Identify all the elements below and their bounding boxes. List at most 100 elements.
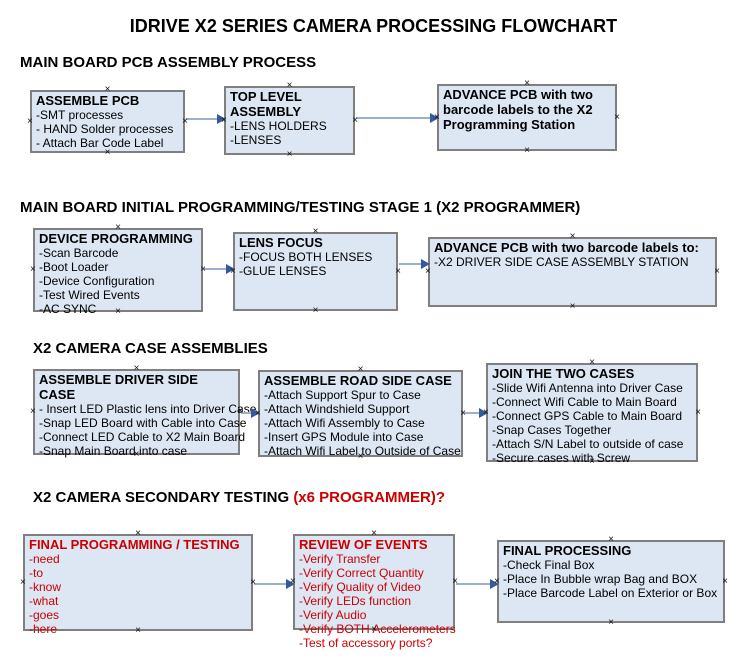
node-step: - HAND Solder processes — [36, 122, 174, 136]
node-advance-pcb-driver-side-station: × × × × ADVANCE PCB with two barcode lab… — [425, 232, 720, 312]
node-top-level-assembly: × × × × TOP LEVEL ASSEMBLY -LENS HOLDERS… — [221, 81, 358, 160]
node-step: -what — [29, 594, 59, 608]
node-assemble-road-side-case: × × × × ASSEMBLE ROAD SIDE CASE -Attach … — [255, 365, 466, 462]
node-step: -Verify BOTH Accelerometers — [299, 622, 456, 636]
section-header-secondary-testing: X2 CAMERA SECONDARY TESTING (x6 PROGRAMM… — [33, 489, 445, 506]
node-assemble-driver-side-case: × × × × ASSEMBLE DRIVER SIDE CASE - Inse… — [30, 364, 257, 460]
node-assemble-pcb: × × × × ASSEMBLE PCB -SMT processes - HA… — [27, 85, 188, 158]
node-device-programming: × × × × DEVICE PROGRAMMING -Scan Barcode… — [30, 223, 206, 317]
arrowhead-icon — [479, 408, 488, 418]
node-step: -here — [29, 622, 58, 636]
connection-point-marker: × — [569, 301, 576, 312]
connection-point-marker: × — [312, 305, 319, 316]
node-title: ASSEMBLE PCB — [36, 93, 140, 108]
connection-point-marker: × — [30, 406, 36, 417]
node-step: -Verify LEDs function — [299, 594, 412, 608]
node-title: ADVANCE PCB with two barcode labels to: — [434, 240, 699, 255]
node-step: -Check Final Box — [503, 558, 595, 572]
section-header-case-assemblies: X2 CAMERA CASE ASSEMBLIES — [33, 340, 268, 357]
node-step: -Scan Barcode — [39, 246, 119, 260]
flow-arrow — [186, 114, 226, 124]
node-step: -Test of accessory ports? — [299, 636, 433, 650]
node-step: -Attach Wifi Label to Outside of Case — [264, 444, 461, 458]
arrowhead-icon — [251, 408, 260, 418]
section-header-pcb-assembly: MAIN BOARD PCB ASSEMBLY PROCESS — [20, 54, 317, 71]
node-step: -LENS HOLDERS — [230, 119, 327, 133]
connection-point-marker: × — [30, 264, 36, 275]
node-step: -Verify Audio — [299, 608, 367, 622]
arrowhead-icon — [226, 264, 235, 274]
flow-arrow — [356, 113, 439, 123]
node-step: -Snap Cases Together — [492, 423, 612, 437]
node-step: -Boot Loader — [39, 260, 109, 274]
node-step: -Test Wired Events — [39, 288, 140, 302]
flow-arrow — [254, 579, 295, 589]
section-header-initial-programming: MAIN BOARD INITIAL PROGRAMMING/TESTING S… — [20, 199, 581, 216]
node-title: FINAL PROCESSING — [503, 543, 632, 558]
node-step: - Attach Bar Code Label — [36, 136, 164, 150]
node-step: -Verify Correct Quantity — [299, 566, 424, 580]
node-step: -AC SYNC — [39, 302, 97, 316]
flow-arrow — [464, 408, 488, 418]
connection-point-marker: × — [20, 576, 26, 588]
node-step: -Slide Wifi Antenna into Driver Case — [492, 381, 683, 395]
node-lens-focus: × × × × LENS FOCUS -FOCUS BOTH LENSES -G… — [230, 227, 401, 316]
connection-point-marker: × — [395, 265, 401, 277]
connection-point-marker: × — [608, 617, 614, 628]
node-step: -X2 DRIVER SIDE CASE ASSEMBLY STATION — [434, 255, 689, 269]
node-step: -GLUE LENSES — [239, 264, 327, 278]
connection-point-marker: × — [104, 147, 111, 158]
arrowhead-icon — [421, 259, 430, 269]
connection-point-marker: × — [614, 111, 620, 123]
node-step: -FOCUS BOTH LENSES — [239, 250, 373, 264]
node-final-programming-testing: × × × × FINAL PROGRAMMING / TESTING -nee… — [20, 529, 256, 637]
connection-point-marker: × — [722, 575, 728, 587]
node-step: -Attach Support Spur to Case — [264, 388, 421, 402]
node-title: ADVANCE PCB with two barcode labels to t… — [443, 87, 593, 132]
connection-point-marker: × — [695, 406, 701, 418]
node-step: -Verify Transfer — [299, 552, 381, 566]
node-join-the-two-cases: × × × × JOIN THE TWO CASES -Slide Wifi A… — [483, 358, 701, 467]
node-step: -Connect Wifi Cable to Main Board — [492, 395, 677, 409]
node-step: -Device Configuration — [39, 274, 155, 288]
node-step: - Insert LED Plastic lens into Driver Ca… — [39, 402, 257, 416]
node-advance-pcb-programming-station: × × × × ADVANCE PCB with two barcode lab… — [434, 79, 620, 156]
node-final-processing: × × × × FINAL PROCESSING -Check Final Bo… — [494, 535, 728, 628]
node-title: LENS FOCUS — [239, 235, 323, 250]
arrowhead-icon — [286, 579, 295, 589]
node-step: -SMT processes — [36, 108, 124, 122]
node-title: REVIEW OF EVENTS — [299, 537, 428, 552]
flow-arrow — [456, 579, 499, 589]
flow-arrow — [399, 259, 430, 269]
node-title: DEVICE PROGRAMMING — [39, 231, 193, 246]
section-header-red-part: (x6 PROGRAMMER)? — [293, 489, 445, 506]
node-step: -Verify Quality of Video — [299, 580, 421, 594]
connection-point-marker: × — [27, 115, 33, 127]
node-step: -Secure cases with Screw — [492, 451, 631, 465]
node-step: -Place Barcode Label on Exterior or Box — [503, 586, 718, 600]
connection-point-marker: × — [425, 266, 431, 277]
node-step: -know — [29, 580, 62, 594]
arrowhead-icon — [490, 579, 499, 589]
flow-arrow — [241, 408, 260, 418]
node-title: ASSEMBLE ROAD SIDE CASE — [264, 373, 452, 388]
connection-point-marker: × — [714, 266, 720, 277]
node-step: -to — [29, 566, 44, 580]
node-title: TOP LEVEL ASSEMBLY — [230, 89, 302, 119]
node-step: -need — [29, 552, 60, 566]
section-header-black-part: X2 CAMERA SECONDARY TESTING — [33, 489, 294, 506]
arrowhead-icon — [217, 114, 226, 124]
arrowhead-icon — [430, 113, 439, 123]
flow-arrow — [204, 264, 235, 274]
node-step: -Place In Bubble wrap Bag and BOX — [503, 572, 698, 586]
node-step: -goes — [29, 608, 60, 622]
node-step: -Attach Windshield Support — [264, 402, 410, 416]
page-title: IDRIVE X2 SERIES CAMERA PROCESSING FLOWC… — [129, 16, 618, 36]
node-title: ASSEMBLE DRIVER SIDE CASE — [39, 372, 198, 402]
node-step: -Connect GPS Cable to Main Board — [492, 409, 683, 423]
node-title: FINAL PROGRAMMING / TESTING — [29, 537, 240, 552]
node-step: -Attach S/N Label to outside of case — [492, 437, 684, 451]
node-review-of-events: × × × × REVIEW OF EVENTS -Verify Transfe… — [290, 529, 458, 651]
node-step: -Insert GPS Module into Case — [264, 430, 424, 444]
